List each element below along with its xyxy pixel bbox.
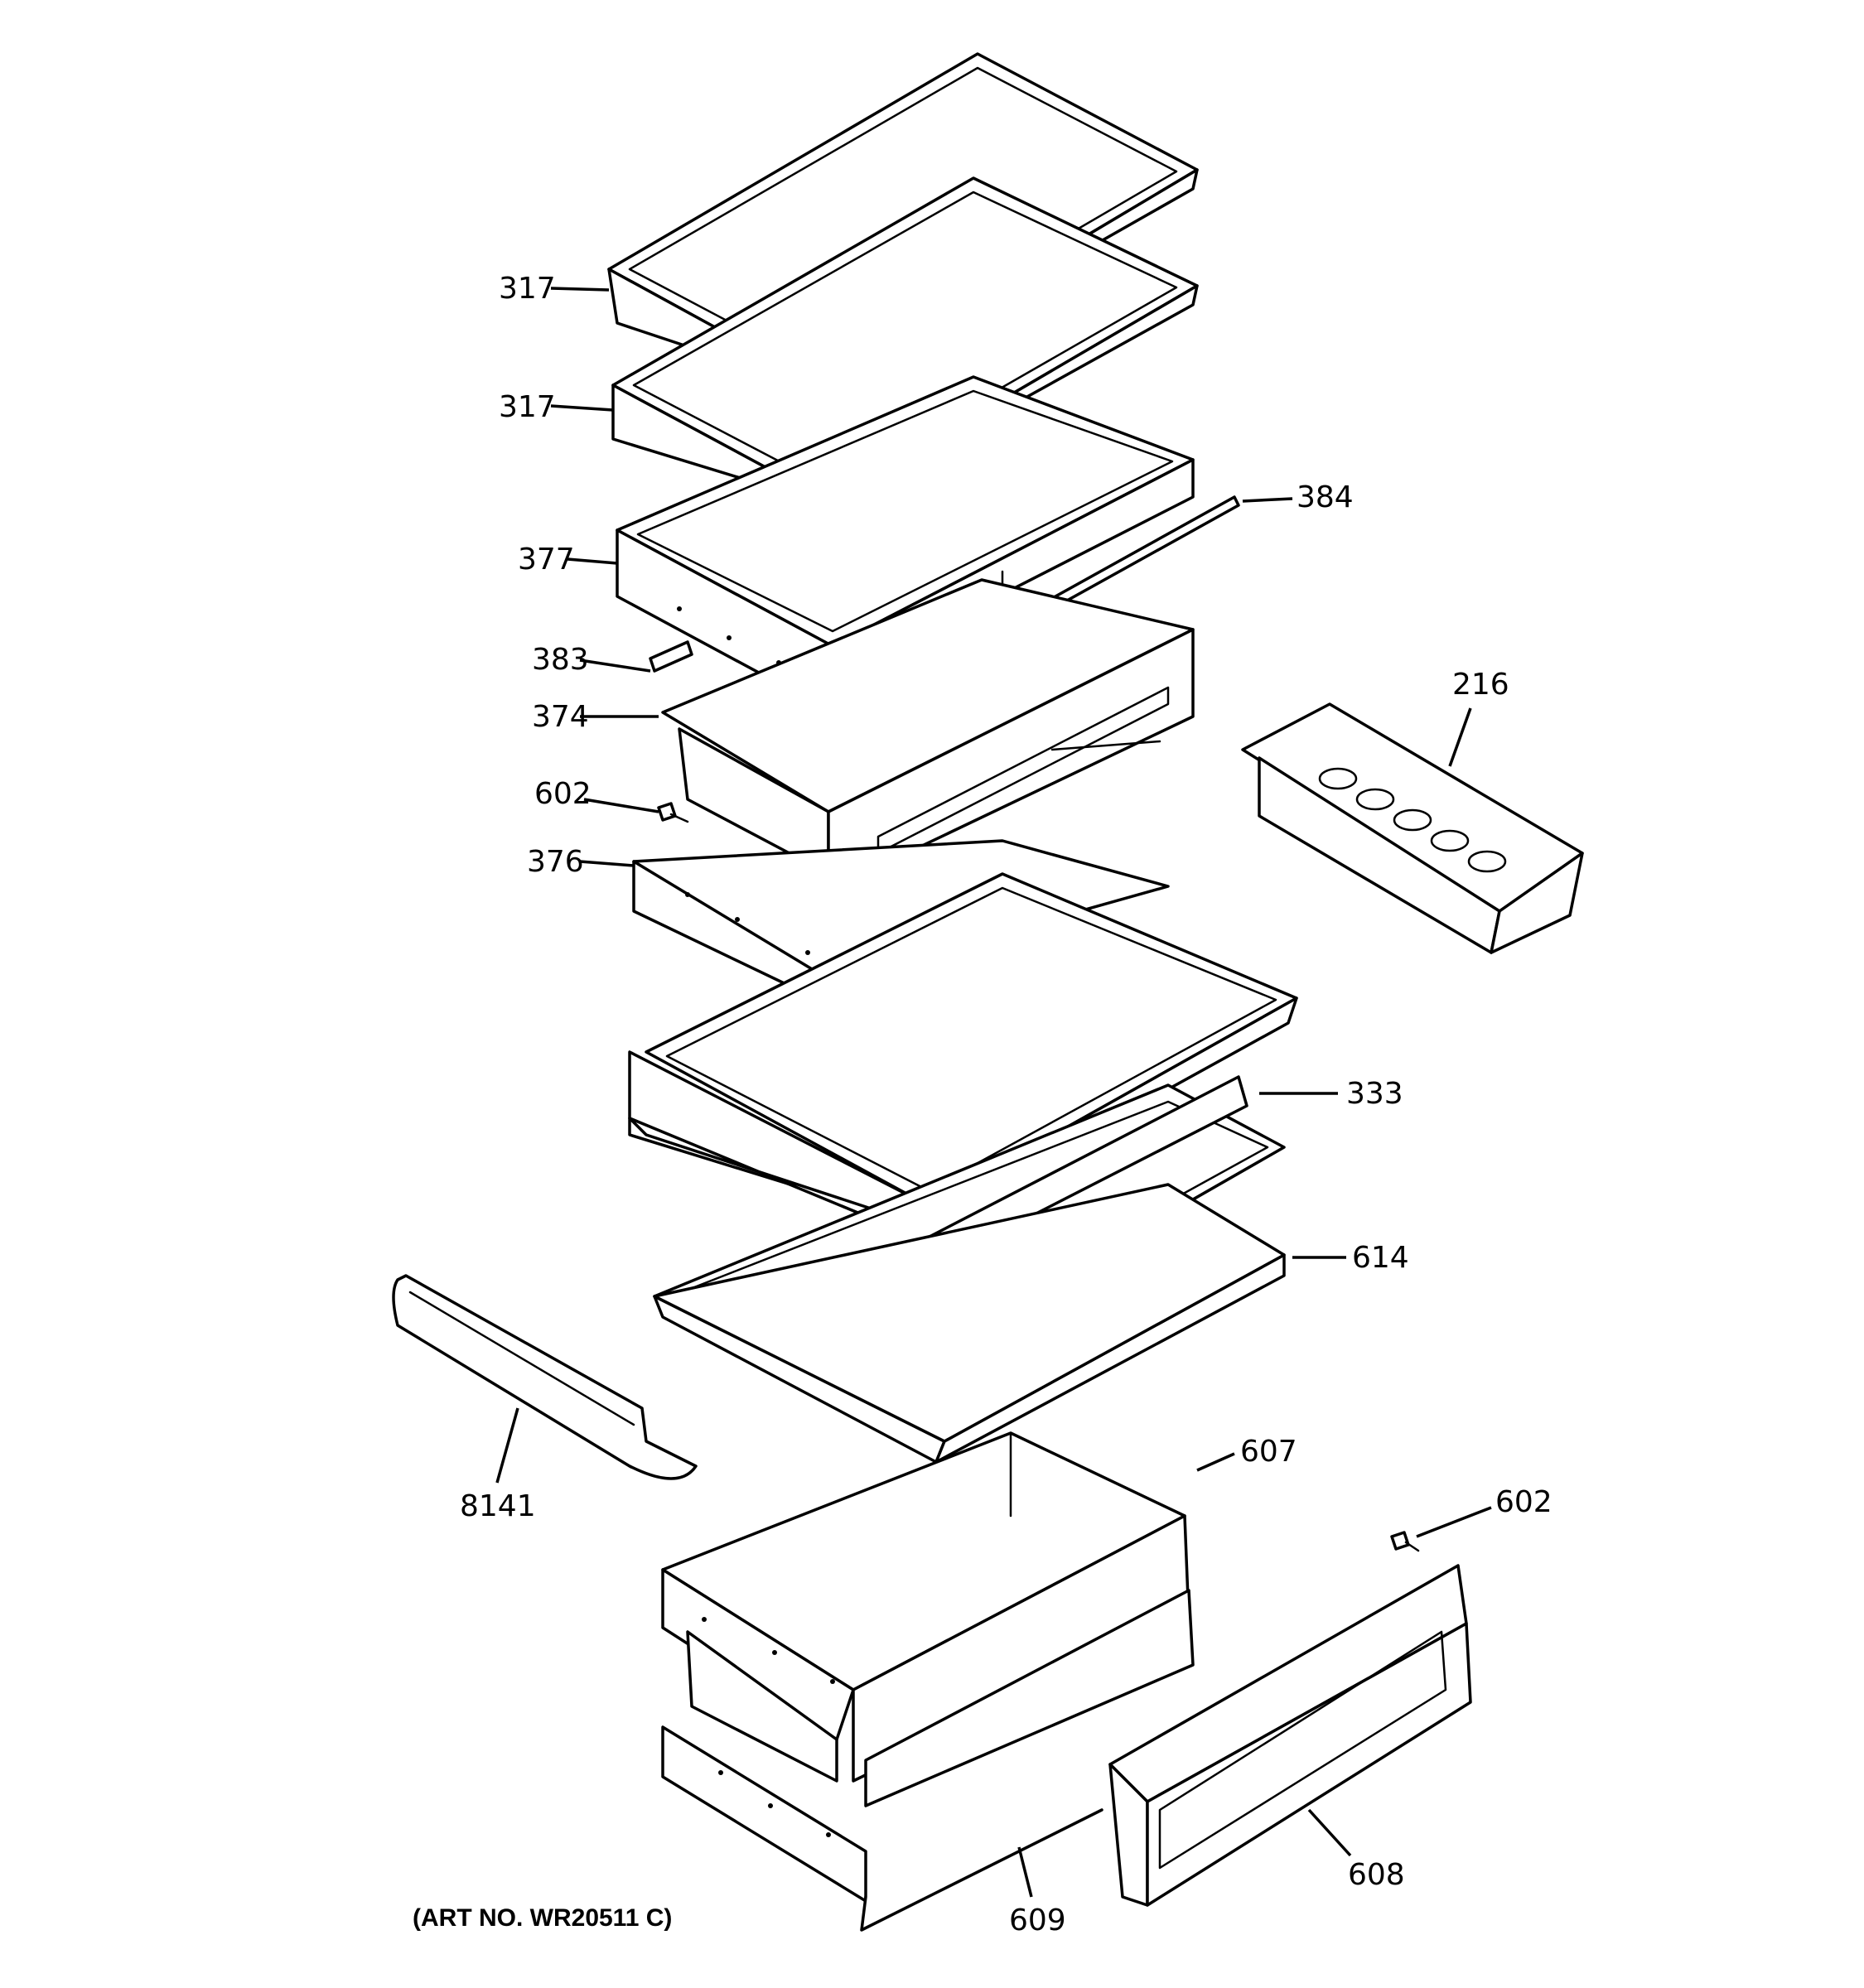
callout-216: 216 xyxy=(1452,668,1509,702)
callout-labels: 317 317 384 377 383 374 216 602 376 333 … xyxy=(460,272,1553,1937)
frame-376 xyxy=(632,839,1170,1008)
bin-216 xyxy=(1241,702,1584,954)
art-number: (ART NO. WR20511 C) xyxy=(413,1904,672,1932)
callout-333: 333 xyxy=(1346,1077,1403,1111)
shelf-614-plate xyxy=(653,1183,1286,1443)
pan-374 xyxy=(661,578,1195,892)
callout-374: 374 xyxy=(532,700,589,734)
trim-8141 xyxy=(392,1274,698,1480)
frame-609 xyxy=(661,1725,1103,1932)
callout-377: 377 xyxy=(518,543,575,577)
front-608 xyxy=(1108,1564,1472,1907)
callout-614: 614 xyxy=(1352,1241,1409,1275)
screw-602-upper xyxy=(657,802,689,823)
screw-602-lower xyxy=(1390,1531,1420,1552)
callout-609: 609 xyxy=(1009,1904,1066,1937)
callout-608: 608 xyxy=(1348,1858,1405,1892)
leader-lines xyxy=(495,287,1492,1898)
callout-602-lower: 602 xyxy=(1495,1485,1553,1519)
callout-602-upper: 602 xyxy=(534,777,592,811)
rail-383 xyxy=(649,640,693,673)
callout-8141: 8141 xyxy=(460,1489,536,1523)
drawer-607 xyxy=(661,1431,1195,1807)
callout-384: 384 xyxy=(1297,480,1354,514)
callout-607: 607 xyxy=(1240,1435,1297,1469)
callout-317-top: 317 xyxy=(499,272,556,306)
callout-317-second: 317 xyxy=(499,390,556,424)
callout-376: 376 xyxy=(527,845,584,879)
callout-383: 383 xyxy=(532,643,589,677)
